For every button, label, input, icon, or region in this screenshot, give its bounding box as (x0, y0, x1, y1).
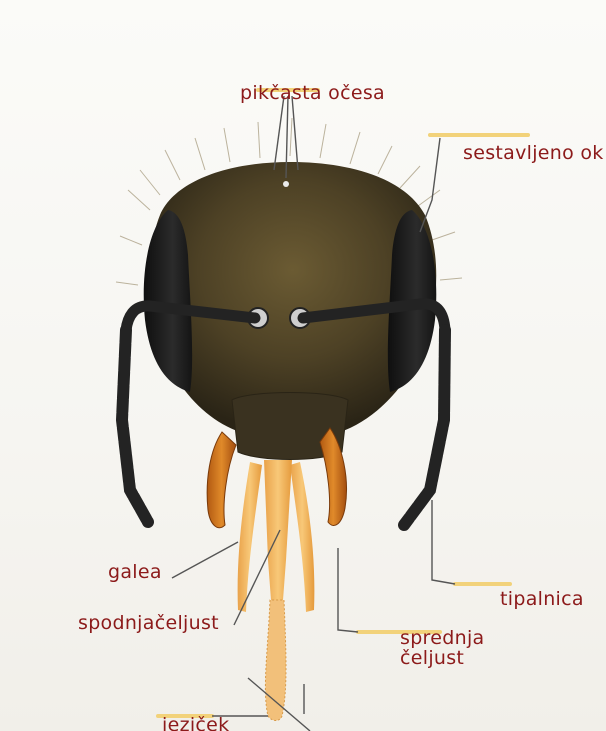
label-palp: tipalnica (500, 590, 584, 610)
ocellus-center (283, 181, 289, 187)
label-tongue: jeziček (162, 716, 229, 731)
galea-left (238, 462, 262, 612)
label-front-jaw: sprednja čeljust (400, 629, 484, 669)
left-mandible (207, 432, 236, 528)
label-front-jaw-line1: sprednja (400, 629, 484, 649)
label-compound-eye: sestavljeno ok (463, 144, 604, 164)
label-front-jaw-line2: čeljust (400, 649, 484, 669)
label-simple-eyes: pikčasta očesa (240, 84, 385, 104)
label-lower-jaw: spodnjačeljust (78, 614, 219, 634)
label-galea: galea (108, 563, 162, 583)
galea-right (290, 462, 314, 612)
